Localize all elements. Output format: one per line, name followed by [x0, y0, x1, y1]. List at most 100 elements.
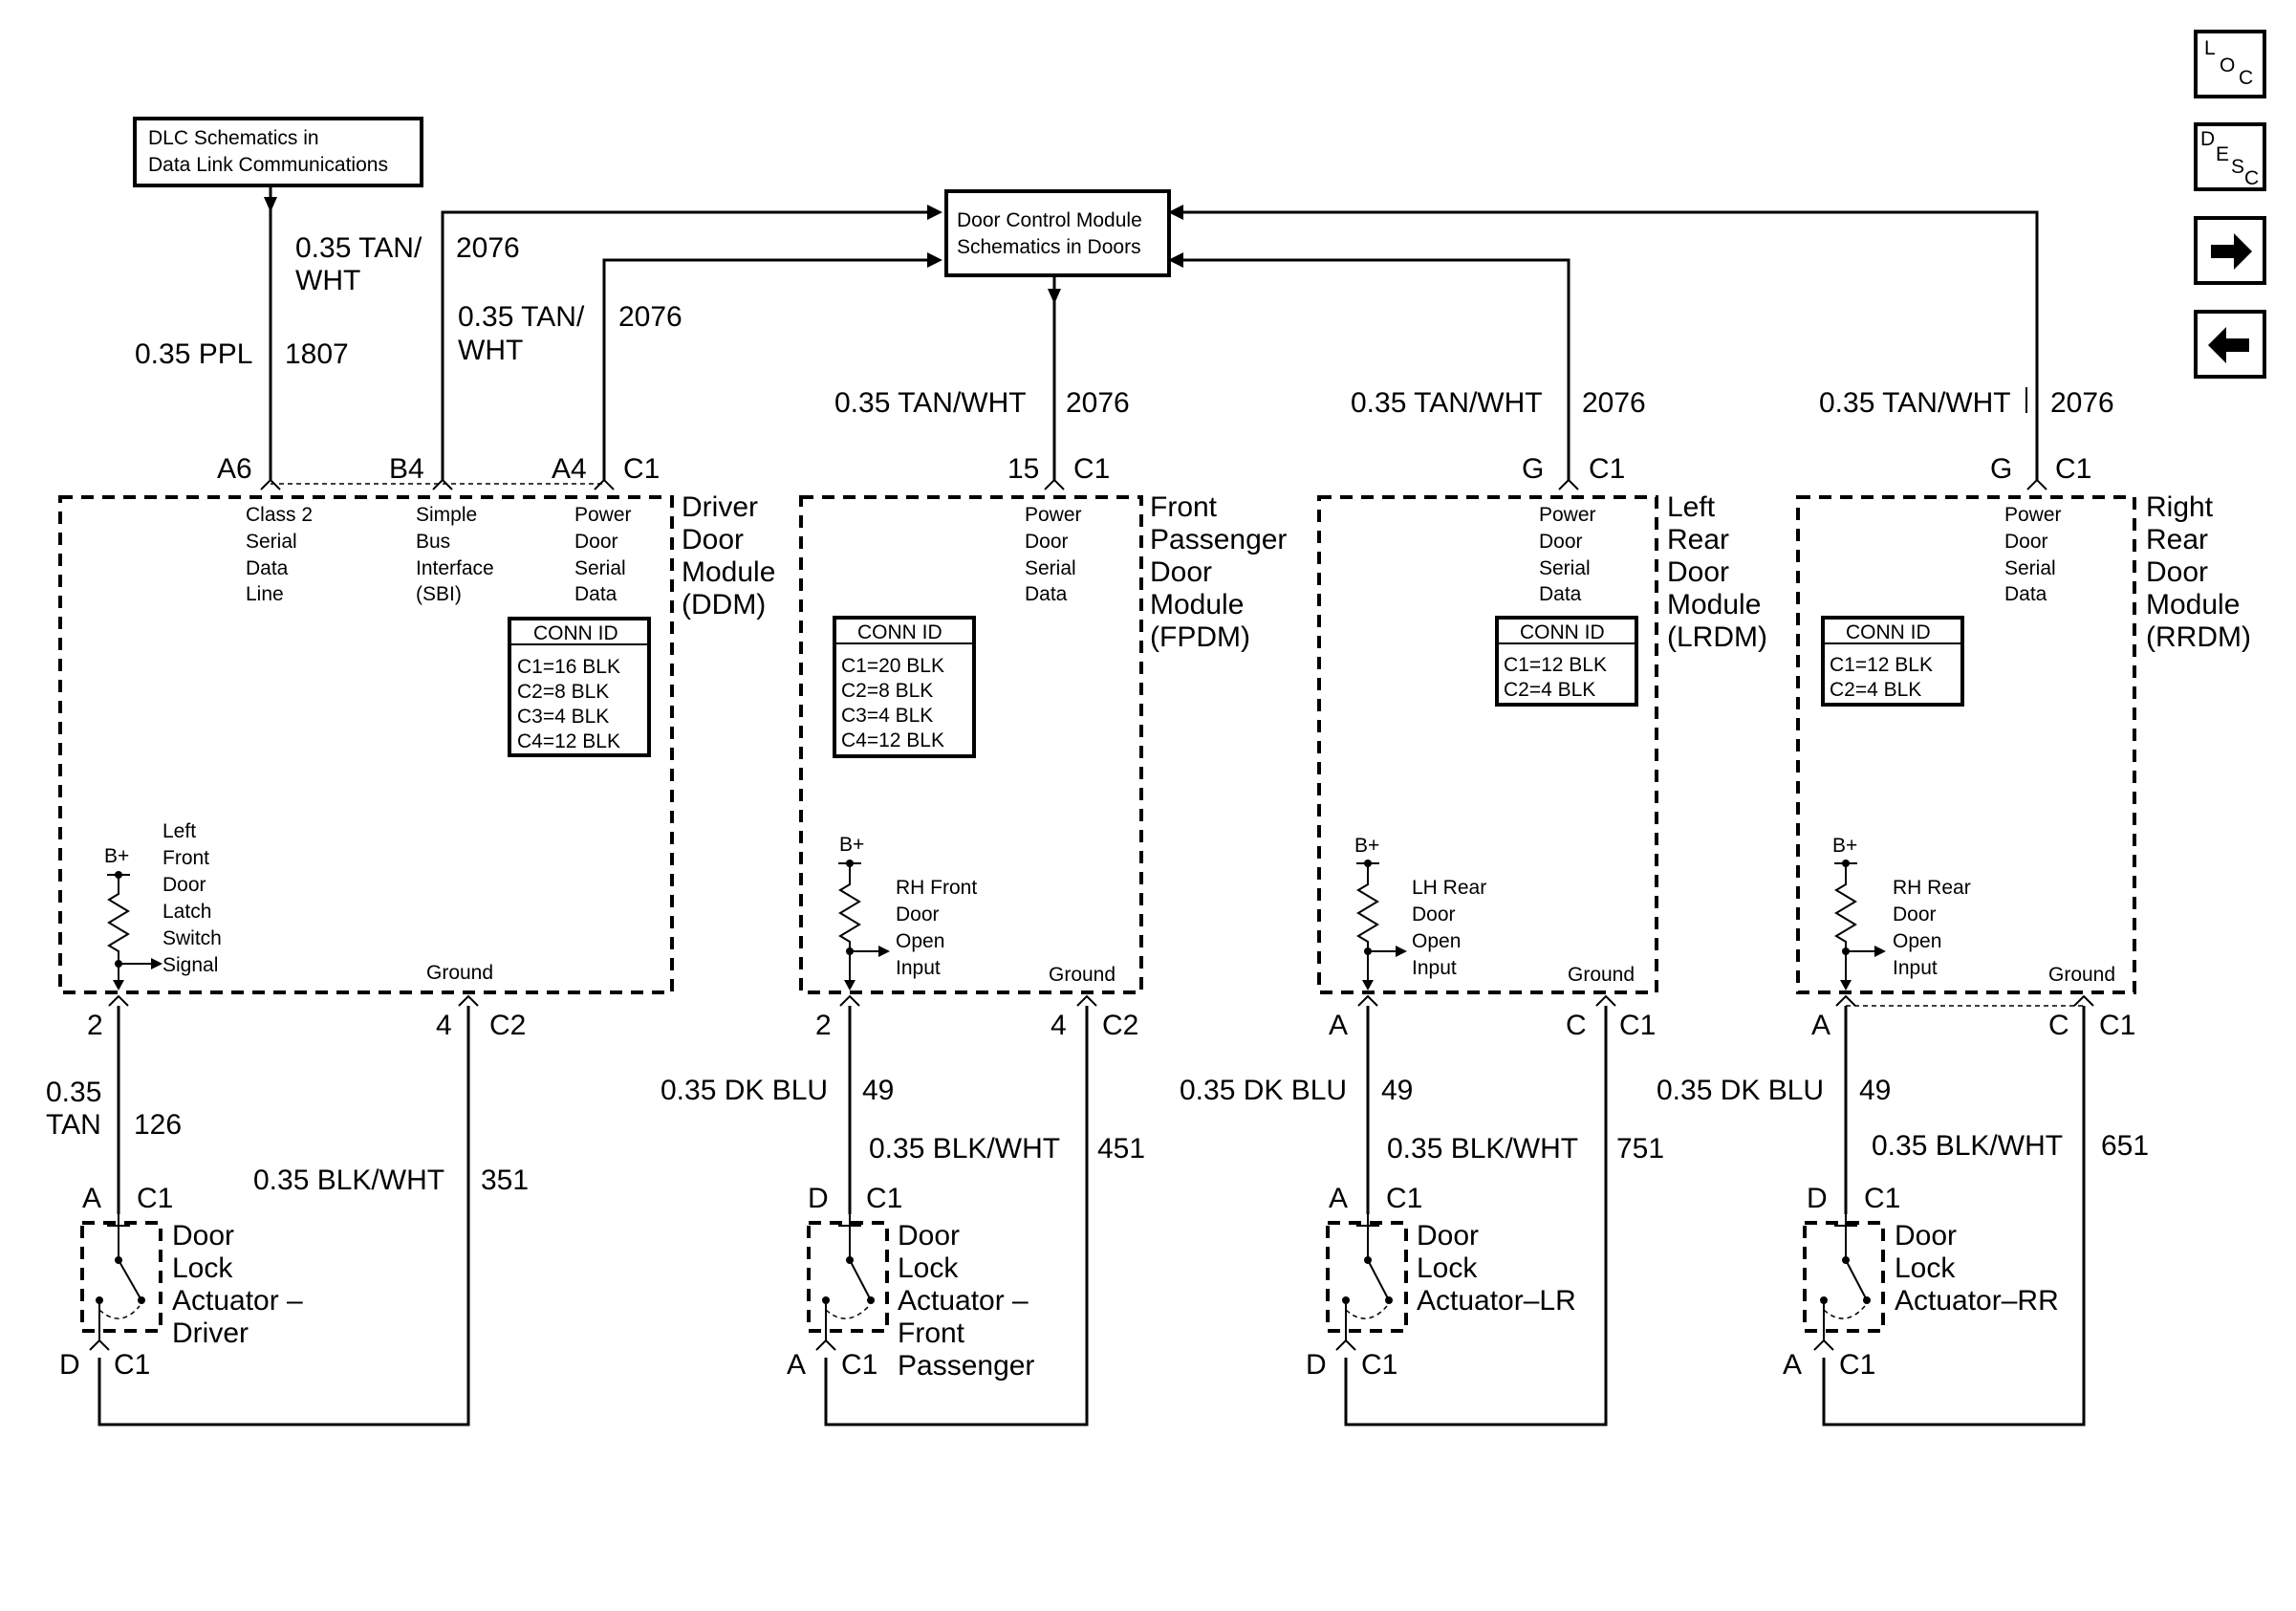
ddm-class2-2: Serial: [246, 531, 297, 553]
ddm-pin-2: 2: [87, 1010, 103, 1041]
ddm-switch-6: Signal: [162, 954, 218, 976]
fpdm-title-4: Module: [1150, 589, 1244, 620]
fpdm-actuator-5: Passenger: [898, 1350, 1034, 1382]
rrdm-actuator-2: Lock: [1895, 1252, 1956, 1284]
rrdm-title-2: Rear: [2146, 524, 2208, 555]
wire-b4-circuit: 2076: [456, 232, 520, 264]
fpdm-conn-id-row: C2=8 BLK: [841, 680, 933, 702]
fpdm-conn-id-row: C4=12 BLK: [841, 729, 944, 751]
lrdm-actuator-2: Lock: [1417, 1252, 1478, 1284]
back-button[interactable]: [2194, 310, 2266, 379]
lrdm-bplus: B+: [1354, 835, 1379, 857]
wire-rr-color: 0.35 TAN/WHT: [1819, 387, 2011, 419]
fpdm-pin-bottom-1: 2: [815, 1010, 832, 1041]
fpdm-pullup-resistor: B+: [838, 834, 890, 991]
ddm-pin-a6: A6: [217, 453, 252, 485]
fpdm-actuator-2: Lock: [898, 1252, 959, 1284]
lrdm-ground-circuit: 751: [1616, 1133, 1664, 1165]
fpdm-title-5: (FPDM): [1150, 621, 1250, 653]
rrdm-ground-color: 0.35 BLK/WHT: [1872, 1130, 2063, 1162]
loc-letter-c: C: [2239, 67, 2253, 89]
fpdm-conn-id-header: CONN ID: [857, 621, 942, 643]
ddm-sbi-4: (SBI): [416, 583, 462, 605]
rrdm-pin-bottom-2: C: [2048, 1010, 2069, 1041]
rrdm-actuator-1: Door: [1895, 1220, 1957, 1252]
rrdm-conn-top: C1: [2055, 453, 2091, 485]
fpdm-act-top-conn: C1: [866, 1183, 902, 1214]
ddm-signal-color-1: 0.35: [46, 1077, 101, 1108]
ddm-switch-4: Latch: [162, 901, 211, 923]
lrdm-act-top-conn: C1: [1386, 1183, 1422, 1214]
fpdm-signal-color: 0.35 DK BLU: [661, 1075, 828, 1106]
ddm-signal-color-2: TAN: [46, 1109, 101, 1141]
front-passenger-door-module: 15 C1 Front Passenger Door Module (FPDM)…: [661, 453, 1287, 1426]
fpdm-signal-circuit: 49: [862, 1075, 894, 1106]
dlc-ref-line-1: DLC Schematics in: [148, 127, 319, 149]
desc-letter-d: D: [2200, 128, 2215, 150]
dlc-reference-box[interactable]: DLC Schematics in Data Link Communicatio…: [133, 117, 423, 187]
ddm-conn-id-row: C4=12 BLK: [517, 730, 620, 752]
lrdm-signal-color: 0.35 DK BLU: [1180, 1075, 1347, 1106]
ddm-conn-top: C1: [623, 453, 660, 485]
ddm-switch-1: Left: [162, 820, 196, 842]
wire-lr-color: 0.35 TAN/WHT: [1351, 387, 1543, 419]
rrdm-ground: Ground: [2048, 964, 2115, 986]
loc-button[interactable]: L O C: [2194, 30, 2266, 98]
rrdm-act-top-conn: C1: [1864, 1183, 1900, 1214]
lrdm-conn-id-header: CONN ID: [1520, 621, 1605, 643]
ddm-sbi-1: Simple: [416, 504, 477, 526]
next-button[interactable]: [2194, 216, 2266, 285]
rrdm-conn-id-row: C1=12 BLK: [1830, 654, 1933, 676]
lrdm-switch-4: Input: [1412, 957, 1457, 979]
lrdm-actuator-1: Door: [1417, 1220, 1479, 1252]
fpdm-door-lock-actuator: [807, 1214, 889, 1340]
ddm-conn-id-header: CONN ID: [533, 622, 618, 644]
fpdm-switch-2: Door: [896, 903, 940, 925]
rrdm-pin-top: G: [1990, 453, 2012, 485]
arrow-left-icon: [2208, 327, 2249, 363]
ddm-switch-5: Switch: [162, 927, 222, 949]
ddm-conn-id-row: C2=8 BLK: [517, 681, 609, 703]
lrdm-conn-id-table: CONN ID C1=12 BLK C2=4 BLK: [1495, 616, 1638, 707]
fpdm-conn-bottom: C2: [1102, 1010, 1138, 1041]
fpdm-act-top-pin: D: [808, 1183, 829, 1214]
ddm-title-4: (DDM): [682, 589, 766, 620]
ddm-pin-4: 4: [436, 1010, 452, 1041]
ddm-conn-id-table: CONN ID C1=16 BLK C2=8 BLK C3=4 BLK C4=1…: [508, 617, 651, 757]
lrdm-ground: Ground: [1568, 964, 1635, 986]
ddm-pullup-resistor: B+: [104, 845, 162, 991]
lrdm-conn-top: C1: [1589, 453, 1625, 485]
fpdm-ground-circuit: 451: [1097, 1133, 1145, 1165]
rrdm-conn-id-header: CONN ID: [1846, 621, 1931, 643]
lrdm-switch-2: Door: [1412, 903, 1456, 925]
fpdm-pds-3: Serial: [1025, 557, 1076, 579]
rrdm-switch-3: Open: [1893, 930, 1941, 952]
lrdm-title-3: Door: [1667, 556, 1729, 588]
lrdm-act-top-pin: A: [1329, 1183, 1348, 1214]
fpdm-act-bottom-conn: C1: [841, 1349, 877, 1381]
fpdm-conn-id-table: CONN ID C1=20 BLK C2=8 BLK C3=4 BLK C4=1…: [833, 616, 976, 758]
ddm-title-1: Driver: [682, 491, 758, 523]
ddm-actuator-3: Actuator –: [172, 1285, 303, 1317]
dlc-ref-line-2: Data Link Communications: [148, 154, 388, 176]
rrdm-bplus: B+: [1832, 835, 1857, 857]
right-rear-door-module: G C1 Right Rear Door Module (RRDM) Power…: [1657, 453, 2251, 1426]
lrdm-pds-4: Data: [1539, 583, 1582, 605]
lrdm-door-lock-actuator: [1326, 1214, 1408, 1340]
fpdm-title-1: Front: [1150, 491, 1218, 523]
desc-button[interactable]: D E S C: [2194, 122, 2266, 191]
lrdm-switch-3: Open: [1412, 930, 1461, 952]
wire-fp-color: 0.35 TAN/WHT: [834, 387, 1027, 419]
fpdm-actuator-1: Door: [898, 1220, 960, 1252]
rrdm-conn-id-row: C2=4 BLK: [1830, 679, 1921, 701]
arrow-right-icon: [2211, 233, 2252, 270]
lrdm-conn-id-row: C2=4 BLK: [1504, 679, 1595, 701]
fpdm-pds-1: Power: [1025, 504, 1082, 526]
dcm-reference-box[interactable]: Door Control Module Schematics in Doors: [944, 189, 1171, 277]
ddm-pds-1: Power: [574, 504, 632, 526]
wire-rr-circuit: 2076: [2050, 387, 2114, 419]
wire-lr-circuit: 2076: [1582, 387, 1646, 419]
ddm-actuator-4: Driver: [172, 1317, 249, 1349]
ddm-pin-a4: A4: [552, 453, 587, 485]
